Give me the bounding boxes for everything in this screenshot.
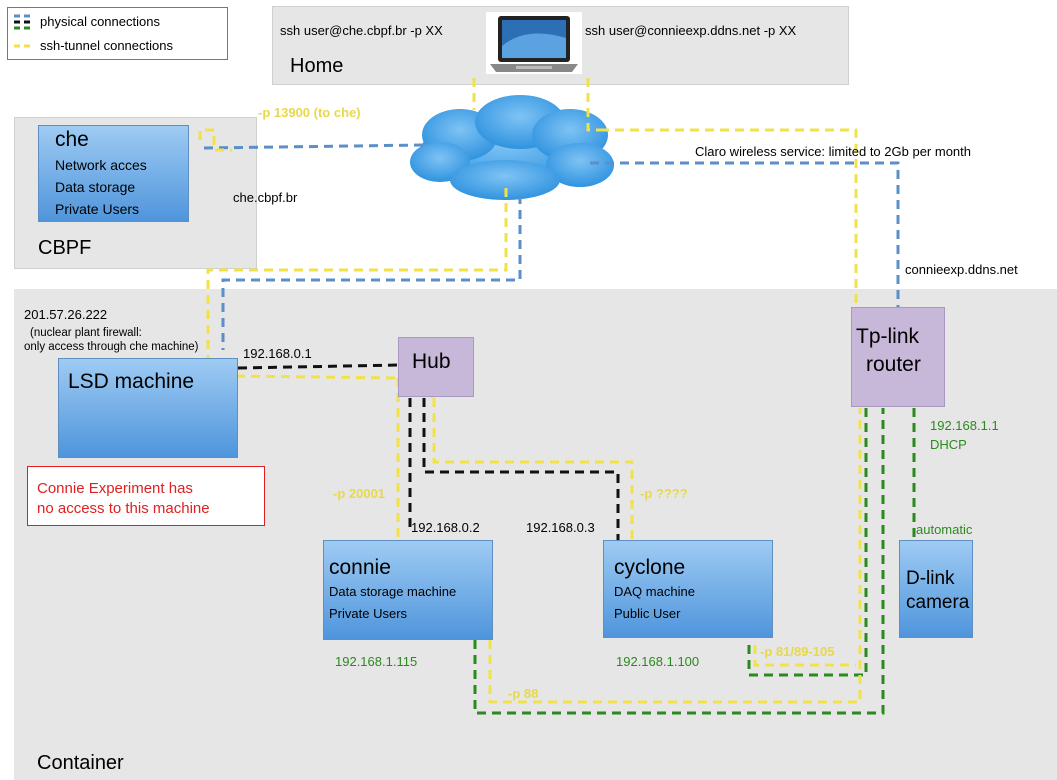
che-line-3: Private Users bbox=[55, 201, 140, 217]
firewall-ip: 201.57.26.222 bbox=[24, 307, 108, 322]
che-machine bbox=[38, 125, 189, 222]
che-host: che.cbpf.br bbox=[233, 190, 298, 205]
connie-title: connie bbox=[329, 556, 391, 579]
connie-port: -p 20001 bbox=[333, 486, 386, 501]
d-link-camera bbox=[899, 540, 973, 638]
hub bbox=[398, 337, 474, 397]
router-ip: 192.168.1.1 bbox=[930, 418, 999, 433]
camera-automatic: automatic bbox=[916, 522, 973, 537]
claro-service-note: Claro wireless service: limited to 2Gb p… bbox=[695, 144, 971, 159]
cyclone-lan-ip: 192.168.1.100 bbox=[616, 654, 700, 669]
cyclone-line-2: Public User bbox=[614, 606, 681, 621]
router-dhcp: DHCP bbox=[930, 437, 967, 452]
camera-label-2: camera bbox=[906, 592, 970, 613]
lsd-ip: 192.168.0.1 bbox=[243, 346, 312, 361]
laptop-icon bbox=[486, 12, 582, 74]
router-label-1: Tp-link bbox=[856, 325, 920, 348]
camera-label-1: D-link bbox=[906, 568, 955, 589]
warning-line-1: Connie Experiment has bbox=[37, 480, 193, 497]
cyclone-hub-ip: 192.168.0.3 bbox=[526, 520, 595, 535]
lsd-machine bbox=[58, 358, 238, 458]
che-line-2: Data storage bbox=[55, 179, 136, 195]
cyclone-port: -p ???? bbox=[640, 486, 688, 501]
ssh-connie-command: ssh user@connieexp.ddns.net -p XX bbox=[585, 23, 797, 38]
legend-physical-label: physical connections bbox=[40, 14, 160, 29]
ddns-host: connieexp.ddns.net bbox=[905, 262, 1018, 277]
che-title: che bbox=[55, 128, 89, 151]
ssh-che-command: ssh user@che.cbpf.br -p XX bbox=[280, 23, 443, 38]
container-label: Container bbox=[37, 752, 124, 774]
port-88: -p 88 bbox=[508, 686, 539, 701]
connie-hub-ip: 192.168.0.2 bbox=[411, 520, 480, 535]
che-tunnel-port: -p 13900 (to che) bbox=[258, 105, 361, 120]
cyclone-line-1: DAQ machine bbox=[614, 584, 695, 599]
che-line-1: Network acces bbox=[55, 157, 147, 173]
lsd-title: LSD machine bbox=[68, 370, 195, 393]
connie-machine bbox=[323, 540, 493, 640]
connie-line-2: Private Users bbox=[329, 606, 408, 621]
legend-tunnel-label: ssh-tunnel connections bbox=[40, 38, 173, 53]
router-label-2: router bbox=[866, 353, 921, 376]
cbpf-label: CBPF bbox=[38, 237, 92, 259]
cyclone-machine bbox=[603, 540, 773, 638]
firewall-note-1: (nuclear plant firewall: bbox=[30, 327, 142, 339]
connie-line-1: Data storage machine bbox=[329, 584, 457, 599]
firewall-note-2: only access through che machine) bbox=[24, 341, 199, 353]
home-label: Home bbox=[290, 55, 344, 77]
port-81-89-105: -p 81/89-105 bbox=[760, 644, 835, 659]
hub-label: Hub bbox=[412, 350, 451, 373]
tp-link-router bbox=[851, 307, 945, 407]
no-access-warning bbox=[27, 466, 265, 526]
warning-line-2: no access to this machine bbox=[37, 500, 210, 517]
legend bbox=[7, 7, 228, 60]
connie-lan-ip: 192.168.1.115 bbox=[335, 654, 418, 669]
cyclone-title: cyclone bbox=[614, 556, 686, 579]
